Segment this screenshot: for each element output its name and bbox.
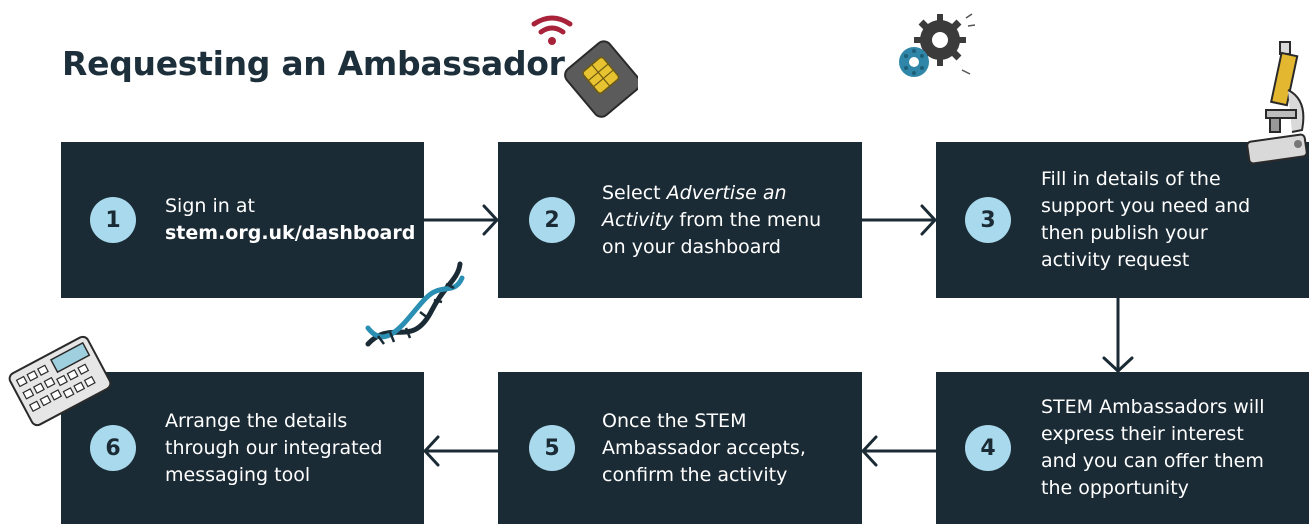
step-text: Fill in details of the support you need … xyxy=(1041,168,1251,271)
page-title: Requesting an Ambassador xyxy=(62,44,565,83)
dna-icon xyxy=(365,261,465,347)
step-4-box: 4 STEM Ambassadors will express their in… xyxy=(936,372,1309,524)
calculator-icon xyxy=(8,335,112,427)
step-number: 5 xyxy=(529,425,575,471)
step-6-box: 6 Arrange the details through our integr… xyxy=(61,372,424,524)
step-5-box: 5 Once the STEM Ambassador accepts, conf… xyxy=(498,372,862,524)
step-number: 2 xyxy=(529,197,575,243)
step-text: Once the STEM Ambassador accepts, confir… xyxy=(602,409,806,486)
step-text: Arrange the details through our integrat… xyxy=(165,409,383,486)
step-2-box: 2 Select Advertise an Activity from the … xyxy=(498,142,862,298)
step-3-box: 3 Fill in details of the support you nee… xyxy=(936,142,1309,298)
step-number: 3 xyxy=(965,197,1011,243)
gears-icon xyxy=(899,13,976,77)
step-number: 6 xyxy=(90,425,136,471)
step-text: STEM Ambassadors will express their inte… xyxy=(1041,396,1265,499)
step-text: Sign in at stem.org.uk/dashboard xyxy=(165,195,416,244)
step-number: 1 xyxy=(90,197,136,243)
arrow-5-to-6 xyxy=(423,435,500,467)
microscope-icon xyxy=(1246,41,1308,165)
arrow-1-to-2 xyxy=(422,204,499,236)
arrow-2-to-3 xyxy=(860,204,937,236)
step-text: Select Advertise an Activity from the me… xyxy=(602,181,822,258)
step-1-box: 1 Sign in at stem.org.uk/dashboard xyxy=(61,142,424,298)
wifi-sim-card-icon xyxy=(531,15,638,118)
arrow-3-to-4 xyxy=(1102,296,1134,373)
step-number: 4 xyxy=(965,425,1011,471)
arrow-4-to-5 xyxy=(861,435,938,467)
